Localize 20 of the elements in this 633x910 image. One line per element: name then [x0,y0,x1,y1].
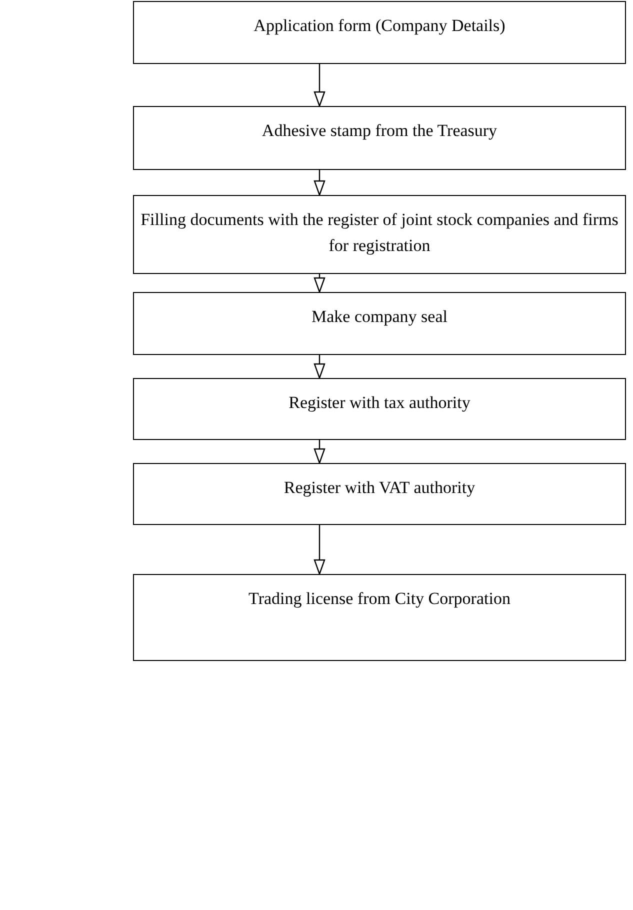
arrow [314,355,326,379]
arrow [314,64,326,107]
step-text: Filling documents with the register of joint stock companies and firms for registration [140,209,620,257]
arrow [314,440,326,464]
process-box [133,463,626,525]
process-box [133,292,626,355]
step-text: Register with tax authority [288,392,472,414]
step-text: Adhesive stamp from the Treasury [260,120,498,142]
process-box [133,195,626,274]
step-text: Make company seal [310,306,448,328]
step-text: Trading license from City Corporation [248,588,512,610]
step-text: Register with VAT authority [282,477,476,499]
process-box [133,106,626,170]
process-box [133,574,626,661]
arrow [314,274,326,293]
step-text: Application form (Company Details) [252,15,506,37]
arrow [314,525,326,575]
arrow [314,170,326,196]
process-box [133,1,626,64]
process-box [133,378,626,440]
